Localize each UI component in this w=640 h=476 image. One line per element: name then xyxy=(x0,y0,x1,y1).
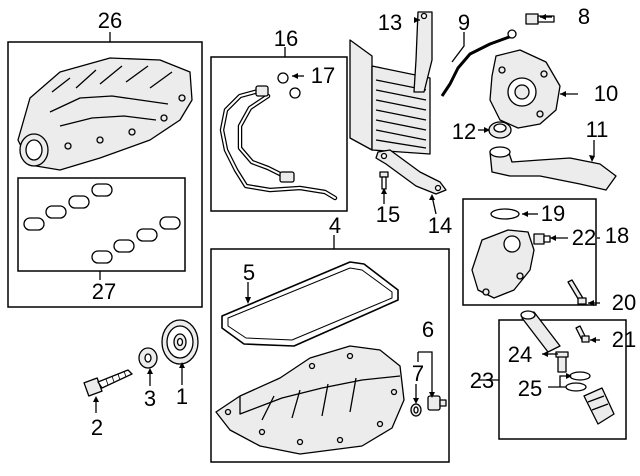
callout-27: 27 xyxy=(92,279,116,304)
oil-pump-drawing xyxy=(489,49,561,129)
cooler-lines-drawing xyxy=(219,87,338,201)
bolt-2-drawing xyxy=(83,369,133,397)
callout-11: 11 xyxy=(586,117,609,142)
callout-9: 9 xyxy=(458,10,470,35)
oil-cooler-drawing xyxy=(349,11,433,155)
callout-26: 26 xyxy=(98,8,122,33)
callout-15: 15 xyxy=(376,202,400,227)
callout-25: 25 xyxy=(518,376,542,401)
dipstick-tube-drawing xyxy=(440,29,517,97)
seal-12-drawing xyxy=(488,121,512,139)
callout-18: 18 xyxy=(605,223,629,248)
filter-tube-drawing xyxy=(520,310,561,353)
intake-manifold-box xyxy=(7,41,203,308)
callout-3: 3 xyxy=(144,386,156,411)
callout-23: 23 xyxy=(470,368,494,393)
filter-cartridge-drawing xyxy=(583,387,615,425)
cooler-lines-box xyxy=(210,56,348,212)
pan-gasket-drawing xyxy=(221,261,399,347)
callout-16: 16 xyxy=(274,26,298,51)
bolt-21-drawing xyxy=(575,325,590,343)
callout-19: 19 xyxy=(541,201,565,226)
callout-14: 14 xyxy=(428,213,452,238)
filter-adapter-box xyxy=(462,198,597,306)
callout-12: 12 xyxy=(452,119,476,144)
callout-22: 22 xyxy=(572,225,596,250)
bolt-20-drawing xyxy=(567,279,587,305)
intake-gasket-drawing xyxy=(23,183,181,264)
callout-24: 24 xyxy=(508,342,532,367)
callout-10: 10 xyxy=(594,81,618,106)
filter-stud-drawing xyxy=(555,351,569,373)
intake-manifold-drawing xyxy=(17,57,193,171)
callout-4: 4 xyxy=(329,213,341,238)
cooler-fittings-drawing xyxy=(255,72,301,183)
callout-17: 17 xyxy=(311,63,335,88)
bolt-15-drawing xyxy=(379,171,389,190)
callout-2: 2 xyxy=(91,415,103,440)
filter-adapter-drawing xyxy=(471,229,535,299)
callout-20: 20 xyxy=(612,290,636,315)
oil-pan-box xyxy=(210,248,450,463)
callout-21: 21 xyxy=(612,327,636,352)
callout-1: 1 xyxy=(176,384,188,409)
oil-pan-drawing xyxy=(215,345,405,455)
callout-7: 7 xyxy=(412,361,424,386)
callout-13: 13 xyxy=(378,10,402,35)
callout-5: 5 xyxy=(243,260,255,285)
sensor-22-drawing xyxy=(533,233,551,245)
o-ring-19-drawing xyxy=(490,208,520,220)
intake-gasket-box xyxy=(17,177,186,272)
callout-8: 8 xyxy=(578,4,590,29)
callout-6: 6 xyxy=(422,317,434,342)
pulley-drawing xyxy=(161,319,199,365)
pickup-tube-drawing xyxy=(489,146,617,191)
drain-plug-drawing xyxy=(410,395,447,417)
washer-drawing xyxy=(138,347,158,369)
bolt-8-drawing xyxy=(525,13,555,25)
bracket-drawing xyxy=(375,149,447,195)
